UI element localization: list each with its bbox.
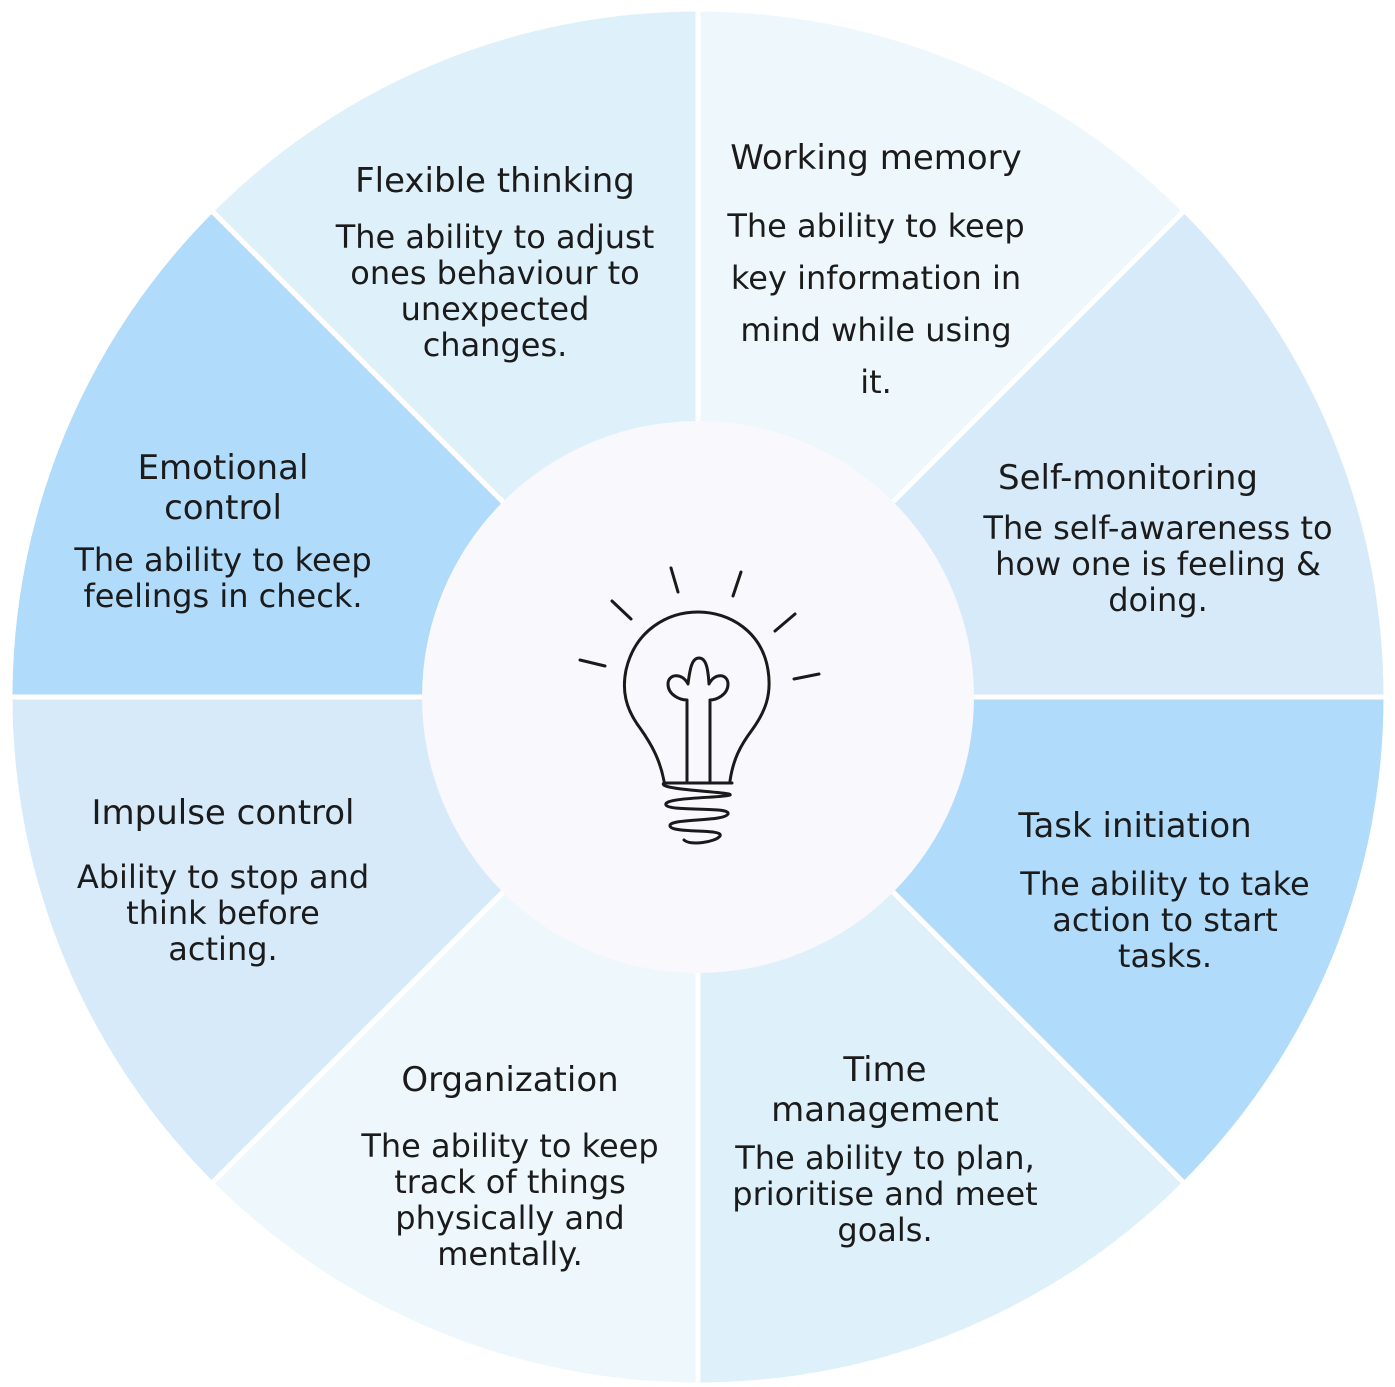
segment-label-organization: Organization The ability to keep track o… (350, 1060, 670, 1272)
lightbulb-icon (578, 566, 821, 845)
segment-title: Self-monitoring (998, 458, 1258, 498)
segment-title: Organization (401, 1060, 619, 1100)
segment-description: The ability to keep track of things phys… (361, 1127, 659, 1273)
segment-title: Flexible thinking (355, 161, 635, 201)
center-hub (422, 421, 974, 973)
segment-description: The self-awareness to how one is feeling… (983, 509, 1333, 619)
segment-title: Time management (771, 1050, 999, 1130)
segment-description: The ability to adjust ones behaviour to … (335, 218, 655, 364)
segment-title: Working memory (730, 138, 1022, 178)
segment-title: Emotional control (137, 448, 309, 528)
segment-label-flexible-thinking: Flexible thinking The ability to adjust … (330, 161, 660, 363)
segment-label-working-memory: Working memory The ability to keep key i… (706, 138, 1046, 408)
segment-description: The ability to take action to start task… (1020, 865, 1310, 975)
segment-label-emotional-control: Emotional control The ability to keep fe… (68, 448, 378, 614)
segment-label-self-monitoring: Self-monitoring The self-awareness to ho… (978, 458, 1338, 618)
segment-description: The ability to keep key information in m… (727, 207, 1025, 401)
segment-description: The ability to keep feelings in check. (74, 541, 372, 615)
segment-title: Impulse control (91, 793, 355, 833)
segment-label-impulse-control: Impulse control Ability to stop and thin… (68, 793, 378, 967)
segment-description: The ability to plan, prioritise and meet… (732, 1139, 1038, 1249)
segment-description: Ability to stop and think before acting. (76, 858, 370, 968)
segment-label-task-initiation: Task initiation The ability to take acti… (1000, 806, 1330, 974)
segment-label-time-management: Time management The ability to plan, pri… (715, 1050, 1055, 1248)
segment-title: Task initiation (1018, 806, 1252, 846)
